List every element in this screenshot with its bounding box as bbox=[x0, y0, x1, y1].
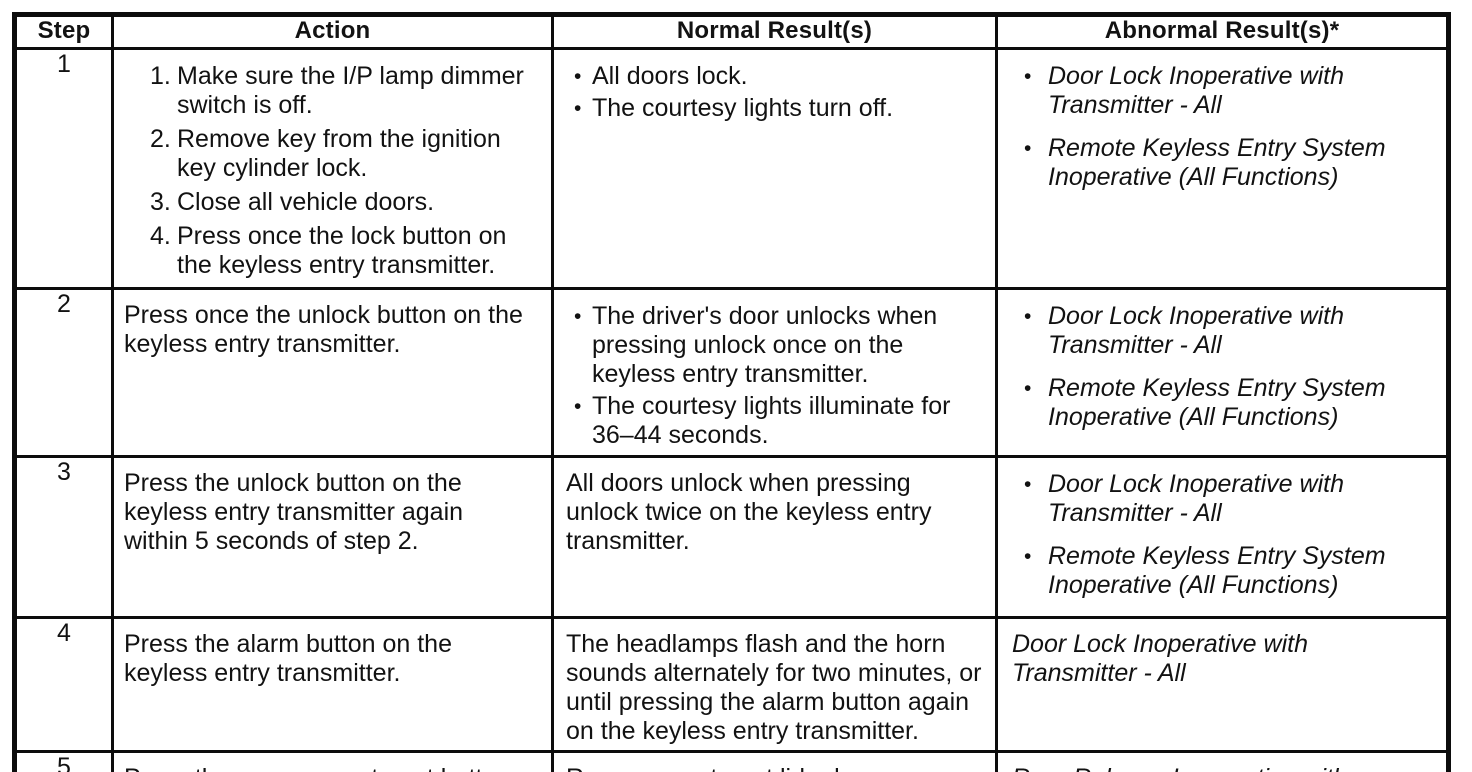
list-item: • All doors lock. bbox=[574, 62, 987, 91]
list-item: • Door Lock Inoperative with Transmitter… bbox=[1024, 62, 1410, 120]
action-cell: 1. Make sure the I/P lamp dimmer switch … bbox=[111, 47, 554, 290]
action-cell: Press once the unlock button on the keyl… bbox=[111, 287, 554, 458]
action-text: Press the unlock button on the keyless e… bbox=[124, 469, 464, 555]
normal-result-cell: • The driver's door unlocks when pressin… bbox=[551, 287, 998, 458]
bullet-icon: • bbox=[574, 65, 582, 88]
list-item: • Door Lock Inoperative with Transmitter… bbox=[1024, 302, 1410, 360]
action-text: Press once the lock button on the keyles… bbox=[177, 222, 507, 279]
step-cell: 1 bbox=[13, 47, 114, 290]
normal-result-text: The headlamps flash and the horn sounds … bbox=[566, 630, 982, 745]
normal-result-cell: The headlamps flash and the horn sounds … bbox=[551, 616, 998, 753]
bullet-icon: • bbox=[1024, 473, 1032, 496]
keyless-entry-diagnostic-table: Step Action Normal Result(s) Abnormal Re… bbox=[12, 12, 1451, 772]
table-row-step-1: 1 1. Make sure the I/P lamp dimmer switc… bbox=[13, 47, 1450, 290]
list-item: 2. Remove key from the ignition key cyli… bbox=[150, 125, 541, 183]
step-cell: 4 bbox=[13, 616, 114, 753]
step-number: 5 bbox=[57, 753, 71, 772]
step-number: 1 bbox=[57, 50, 71, 79]
list-item: 4. Press once the lock button on the key… bbox=[150, 222, 541, 280]
abnormal-result-text: Door Lock Inoperative with Transmitter -… bbox=[1048, 302, 1344, 359]
list-item: • Remote Keyless Entry System Inoperativ… bbox=[1024, 134, 1410, 192]
normal-result-cell: • All doors lock. • The courtesy lights … bbox=[551, 47, 998, 290]
bullet-icon: • bbox=[1024, 377, 1032, 400]
step-number: 2 bbox=[57, 290, 71, 319]
column-header-normal-results: Normal Result(s) bbox=[551, 13, 998, 50]
list-item: 3. Close all vehicle doors. bbox=[150, 188, 541, 217]
bulleted-list: • Door Lock Inoperative with Transmitter… bbox=[1000, 460, 1446, 615]
column-header-abnormal-results: Abnormal Result(s)* bbox=[995, 13, 1450, 50]
abnormal-result-text: Remote Keyless Entry System Inoperative … bbox=[1048, 374, 1386, 431]
step-cell: 3 bbox=[13, 455, 114, 619]
item-number: 3. bbox=[150, 188, 171, 216]
bulleted-list: • All doors lock. • The courtesy lights … bbox=[556, 52, 994, 129]
table-row-step-3: 3 Press the unlock button on the keyless… bbox=[13, 455, 1450, 619]
action-text: Press the alarm button on the keyless en… bbox=[124, 630, 452, 687]
table-row-step-2: 2 Press once the unlock button on the ke… bbox=[13, 287, 1450, 458]
abnormal-result-cell: • Door Lock Inoperative with Transmitter… bbox=[995, 47, 1450, 290]
abnormal-result-text: Rear Release Inoperative with Transmitte… bbox=[1000, 755, 1446, 772]
header-row: Step Action Normal Result(s) Abnormal Re… bbox=[13, 13, 1450, 50]
normal-result-text: All doors lock. bbox=[592, 62, 748, 90]
abnormal-result-text: Remote Keyless Entry System Inoperative … bbox=[1048, 542, 1386, 599]
action-cell: Press the alarm button on the keyless en… bbox=[111, 616, 554, 753]
normal-result-text: The courtesy lights illuminate for 36–44… bbox=[592, 392, 951, 449]
abnormal-result-cell: • Door Lock Inoperative with Transmitter… bbox=[995, 287, 1450, 458]
normal-result-text: The driver's door unlocks when pressing … bbox=[592, 302, 938, 388]
table-row-step-5: 5 Press the rear compartment button on t… bbox=[13, 750, 1450, 772]
normal-result-text: Rear compartment lid releases bbox=[556, 755, 994, 772]
abnormal-result-text: Door Lock Inoperative with Transmitter -… bbox=[1048, 470, 1344, 527]
table-row-step-4: 4 Press the alarm button on the keyless … bbox=[13, 616, 1450, 753]
item-number: 4. bbox=[150, 222, 171, 250]
normal-result-text: All doors unlock when pressing unlock tw… bbox=[566, 469, 932, 555]
abnormal-result-cell: • Door Lock Inoperative with Transmitter… bbox=[995, 455, 1450, 619]
list-item: • Remote Keyless Entry System Inoperativ… bbox=[1024, 374, 1410, 432]
action-text: Close all vehicle doors. bbox=[177, 188, 435, 216]
item-number: 1. bbox=[150, 62, 171, 90]
step-number: 4 bbox=[57, 619, 71, 648]
bulleted-list: • Door Lock Inoperative with Transmitter… bbox=[1000, 52, 1446, 209]
list-item: • The courtesy lights turn off. bbox=[574, 94, 987, 123]
bullet-icon: • bbox=[1024, 305, 1032, 328]
action-cell: Press the rear compartment button on the… bbox=[111, 750, 554, 772]
bullet-icon: • bbox=[1024, 65, 1032, 88]
bullet-icon: • bbox=[574, 395, 582, 418]
bulleted-list: • The driver's door unlocks when pressin… bbox=[556, 292, 994, 454]
list-item: • The courtesy lights illuminate for 36–… bbox=[574, 392, 987, 450]
normal-result-text: The courtesy lights turn off. bbox=[592, 94, 894, 122]
list-item: • The driver's door unlocks when pressin… bbox=[574, 302, 987, 389]
abnormal-result-text: Remote Keyless Entry System Inoperative … bbox=[1048, 134, 1386, 191]
action-text: Press the rear compartment button on the… bbox=[116, 755, 550, 772]
action-text: Remove key from the ignition key cylinde… bbox=[177, 125, 501, 182]
bullet-icon: • bbox=[574, 305, 582, 328]
bullet-icon: • bbox=[1024, 137, 1032, 160]
bulleted-list: • Door Lock Inoperative with Transmitter… bbox=[1000, 292, 1446, 449]
abnormal-result-cell: Rear Release Inoperative with Transmitte… bbox=[995, 750, 1450, 772]
normal-result-cell: Rear compartment lid releases bbox=[551, 750, 998, 772]
action-text: Make sure the I/P lamp dimmer switch is … bbox=[177, 62, 524, 119]
column-header-step: Step bbox=[13, 13, 114, 50]
abnormal-result-text: Door Lock Inoperative with Transmitter -… bbox=[1012, 630, 1308, 687]
step-cell: 2 bbox=[13, 287, 114, 458]
normal-result-cell: All doors unlock when pressing unlock tw… bbox=[551, 455, 998, 619]
bullet-icon: • bbox=[1024, 545, 1032, 568]
numbered-list: 1. Make sure the I/P lamp dimmer switch … bbox=[116, 52, 550, 286]
list-item: • Remote Keyless Entry System Inoperativ… bbox=[1024, 542, 1410, 600]
bullet-icon: • bbox=[574, 97, 582, 120]
list-item: 1. Make sure the I/P lamp dimmer switch … bbox=[150, 62, 541, 120]
item-number: 2. bbox=[150, 125, 171, 153]
list-item: • Door Lock Inoperative with Transmitter… bbox=[1024, 470, 1410, 528]
step-number: 3 bbox=[57, 458, 71, 487]
action-cell: Press the unlock button on the keyless e… bbox=[111, 455, 554, 619]
abnormal-result-text: Door Lock Inoperative with Transmitter -… bbox=[1048, 62, 1344, 119]
column-header-action: Action bbox=[111, 13, 554, 50]
step-cell: 5 bbox=[13, 750, 114, 772]
abnormal-result-cell: Door Lock Inoperative with Transmitter -… bbox=[995, 616, 1450, 753]
action-text: Press once the unlock button on the keyl… bbox=[124, 301, 523, 358]
